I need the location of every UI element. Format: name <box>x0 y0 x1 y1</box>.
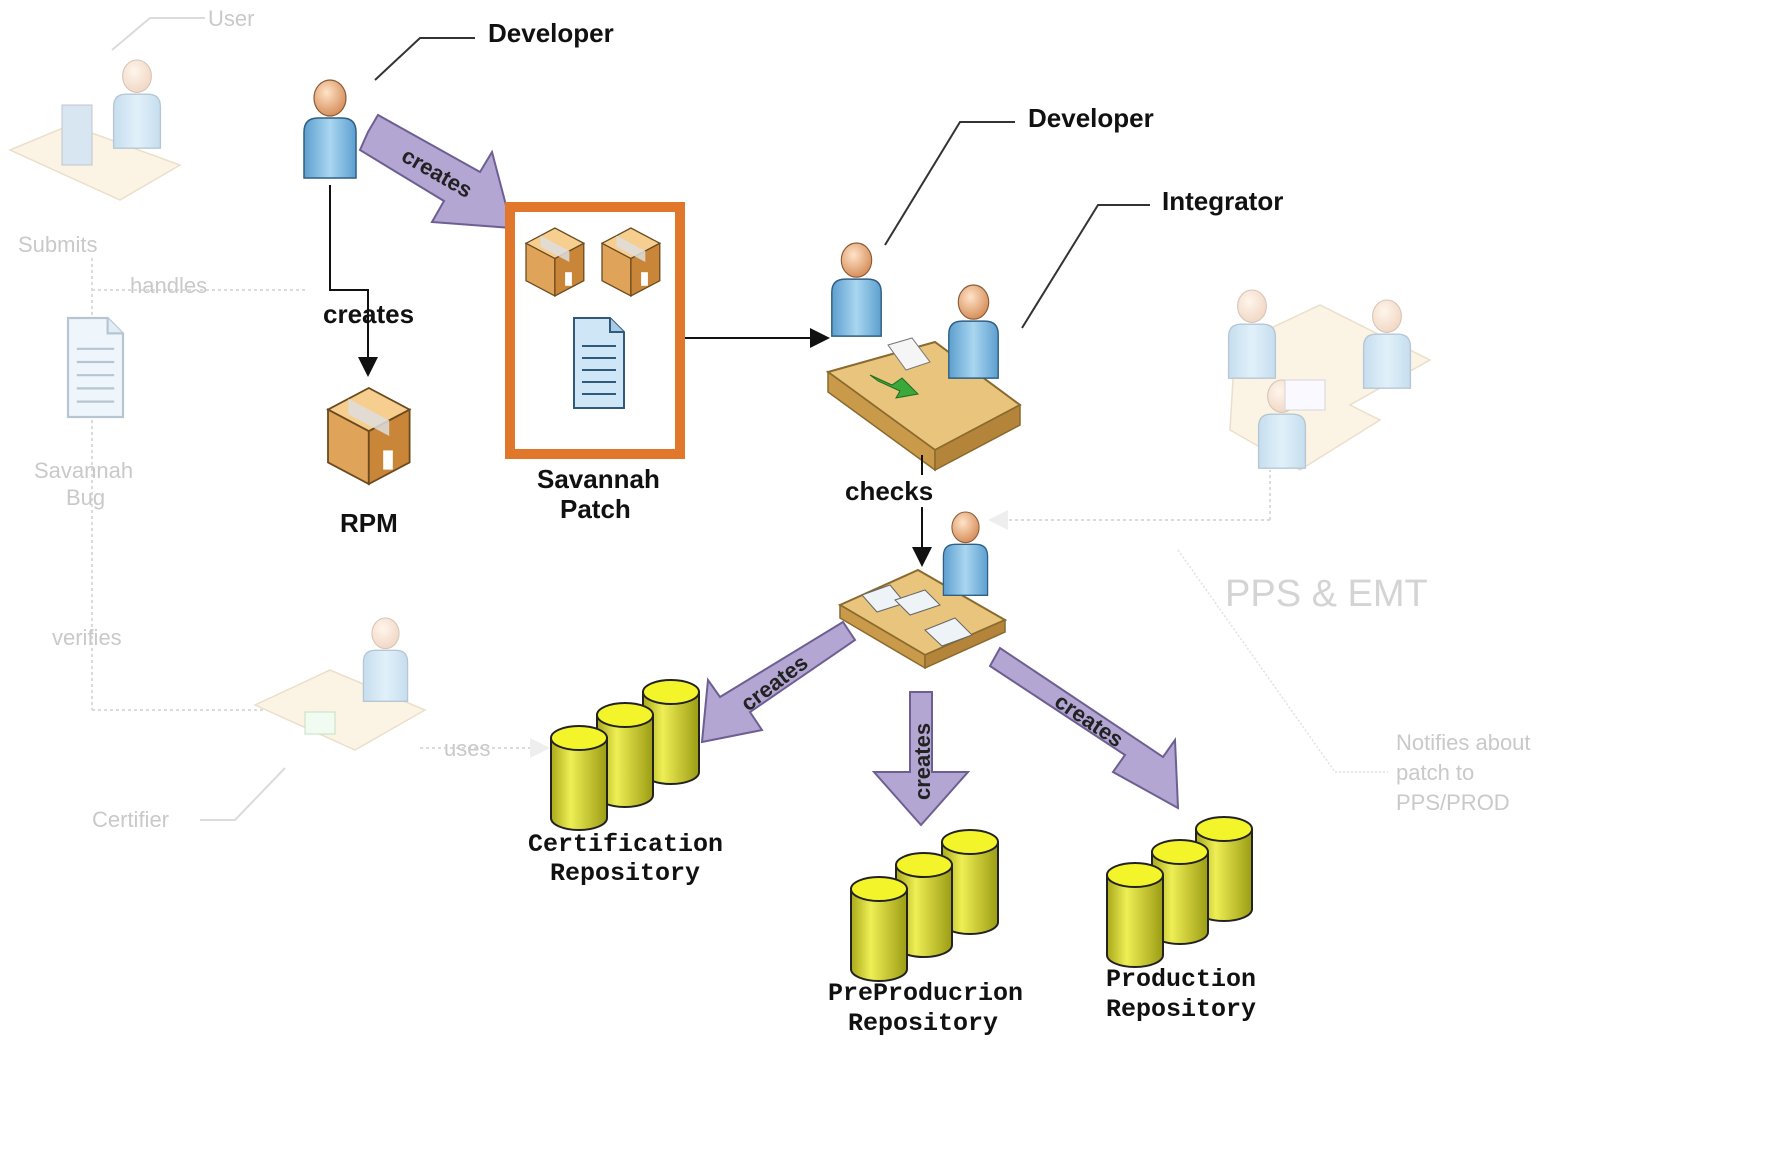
creates-preprod-arrow: creates <box>871 691 971 827</box>
preprod-repo-label-2: Repository <box>848 1009 998 1038</box>
savannah-bug-label-1: Savannah <box>34 458 133 483</box>
savannah-patch-container <box>505 202 685 459</box>
creates-patch-arrow: creates <box>358 113 514 230</box>
user-figure <box>8 59 182 201</box>
developer-right-leader <box>884 121 1015 246</box>
rpm-box-icon <box>327 387 411 485</box>
creates-prod-arrow: creates <box>988 646 1180 810</box>
verifies-label: verifies <box>52 625 122 650</box>
preproduction-repository-icon <box>850 829 999 982</box>
user-label: User <box>208 6 254 31</box>
developer-top-figure <box>303 79 357 179</box>
submits-label: Submits <box>18 232 97 257</box>
pps-emt-figure <box>1227 289 1432 471</box>
notifies-label-2: patch to <box>1396 760 1474 785</box>
integrator-label: Integrator <box>1162 186 1283 216</box>
integrator-leader <box>1021 204 1150 329</box>
production-repository-icon <box>1106 816 1253 968</box>
pps-emt-label: PPS & EMT <box>1225 573 1428 615</box>
prod-repo-label-2: Repository <box>1106 995 1256 1024</box>
creates-rpm-connector <box>329 185 378 377</box>
preprod-repo-label-1: PreProducrion <box>828 979 1023 1008</box>
cert-repo-label-1: Certification <box>528 830 723 859</box>
savannah-bug-label-2: Bug <box>66 485 105 510</box>
patch-document-icon <box>573 317 625 409</box>
creates-preprod-arrow-label: creates <box>910 723 935 800</box>
patch-package-icon-1 <box>525 227 585 297</box>
certifier-label: Certifier <box>92 807 169 832</box>
developer-top-leader <box>374 37 475 81</box>
creates-cert-arrow: creates <box>700 620 857 744</box>
integrator-desk-figure <box>837 511 1008 670</box>
rpm-label: RPM <box>340 508 398 538</box>
savannah-patch-label-1: Savannah <box>537 464 660 494</box>
developer-top-label: Developer <box>488 18 614 48</box>
uses-label: uses <box>444 736 490 761</box>
faded-user-flow <box>8 17 1432 821</box>
savannah-patch-label-2: Patch <box>560 494 631 524</box>
checks-label: checks <box>845 476 933 506</box>
cert-repo-label-2: Repository <box>550 859 700 888</box>
patch-package-icon-2 <box>601 227 661 297</box>
review-meeting-figure <box>825 242 1022 472</box>
creates-prod-arrow-label: creates <box>1050 688 1128 752</box>
handles-label: handles <box>130 273 207 298</box>
notifies-label-1: Notifies about <box>1396 730 1531 755</box>
creates-rpm-label: creates <box>323 299 414 329</box>
notifies-label-3: PPS/PROD <box>1396 790 1510 815</box>
certification-repository-icon <box>550 679 700 831</box>
certifier-figure <box>253 617 427 751</box>
prod-repo-label-1: Production <box>1106 965 1256 994</box>
developer-right-label: Developer <box>1028 103 1154 133</box>
